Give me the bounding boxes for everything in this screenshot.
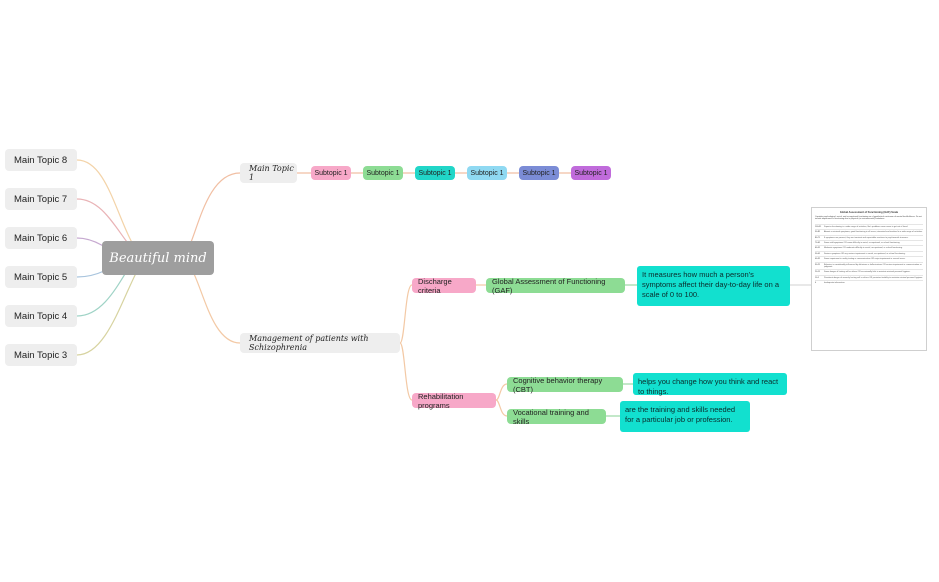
- gaf-doc-description: Some mild symptoms OR some difficulty in…: [824, 241, 900, 244]
- gaf-doc-range: 10-1: [815, 276, 820, 279]
- gaf-doc-range: 80-71: [815, 236, 821, 239]
- link-rehab: [399, 342, 413, 401]
- gaf-doc-description: Persistent danger of severely hurting se…: [824, 276, 923, 279]
- gaf-doc-description: Behavior is considerably influenced by d…: [824, 263, 922, 268]
- gaf-doc-range: 20-11: [815, 271, 820, 274]
- main-topic-4[interactable]: Main Topic 4: [5, 305, 77, 327]
- rehabilitation-programs[interactable]: Rehabilitation programs: [412, 392, 496, 410]
- gaf-doc-description: Serious symptoms OR any serious impairme…: [824, 252, 906, 255]
- main-topic-6[interactable]: Main Topic 6: [5, 227, 77, 249]
- main-topic-5[interactable]: Main Topic 5: [5, 266, 77, 288]
- management-topic[interactable]: Management of patients with Schizophreni…: [240, 333, 400, 353]
- vocational-note[interactable]: are the training and skills needed for a…: [620, 401, 750, 432]
- subtopic-green[interactable]: Subtopic 1: [363, 166, 403, 180]
- subtopic-indigo[interactable]: Subtopic 1: [519, 166, 559, 180]
- link-discharge: [399, 284, 413, 344]
- main-topic-7[interactable]: Main Topic 7: [5, 188, 77, 210]
- subtopic-purple[interactable]: Subtopic 1: [571, 166, 611, 180]
- link-vocational: [495, 399, 508, 417]
- gaf-doc-description: Some danger of hurting self or others OR…: [824, 271, 911, 274]
- gaf-scale-document[interactable]: Global Assessment of Functioning (GAF) S…: [811, 207, 927, 351]
- gaf-doc-row: 20-11 Some danger of hurting self or othe…: [815, 269, 923, 274]
- cbt-note[interactable]: helps you change how you think and react…: [633, 373, 787, 396]
- gaf-doc-description: Moderate symptoms OR moderate difficulty…: [824, 247, 903, 250]
- gaf-doc-range: 90-81: [815, 231, 821, 234]
- gaf-topic[interactable]: Global Assessment of Functioning (GAF): [486, 277, 625, 295]
- gaf-doc-range: 70-61: [815, 241, 821, 244]
- central-topic[interactable]: Beautiful mind: [102, 241, 214, 275]
- gaf-doc-intro: Consider psychological, social, and occu…: [815, 216, 922, 221]
- main-topic-8[interactable]: Main Topic 8: [5, 149, 77, 171]
- gaf-note[interactable]: It measures how much a person's symptoms…: [637, 266, 790, 306]
- gaf-doc-description: Some impairment in reality testing or co…: [824, 258, 906, 261]
- gaf-doc-description: Absent or minimal symptoms, good functio…: [824, 231, 923, 234]
- gaf-doc-range: 60-51: [815, 247, 821, 250]
- link-cbt: [495, 383, 508, 401]
- main-topic-3[interactable]: Main Topic 3: [5, 344, 77, 366]
- subtopic-light-blue[interactable]: Subtopic 1: [467, 166, 507, 180]
- main-topic-1[interactable]: Main Topic 1: [240, 163, 297, 183]
- gaf-doc-description: Superior functioning in a wide range of …: [824, 225, 908, 228]
- gaf-doc-description: Inadequate information.: [824, 282, 846, 285]
- subtopic-pink[interactable]: Subtopic 1: [311, 166, 351, 180]
- gaf-doc-row: 10-1 Persistent danger of severely hurtin…: [815, 274, 923, 280]
- discharge-criteria[interactable]: Discharge criteria: [412, 277, 476, 295]
- gaf-doc-range: 100-91: [815, 225, 822, 228]
- gaf-doc-range: 0: [815, 282, 817, 285]
- gaf-doc-title: Global Assessment of Functioning (GAF) S…: [839, 211, 899, 214]
- gaf-doc-range: 40-31: [815, 258, 821, 261]
- subtopic-teal[interactable]: Subtopic 1: [415, 166, 455, 180]
- gaf-doc-description: If symptoms are present, they are transi…: [824, 236, 909, 239]
- gaf-doc-range: 30-21: [815, 263, 821, 266]
- gaf-doc-row: 0 Inadequate information.: [815, 280, 923, 285]
- cbt-topic[interactable]: Cognitive behavior therapy (CBT): [507, 376, 623, 394]
- vocational-topic[interactable]: Vocational training and skills: [507, 408, 606, 426]
- gaf-doc-range: 50-41: [815, 252, 821, 255]
